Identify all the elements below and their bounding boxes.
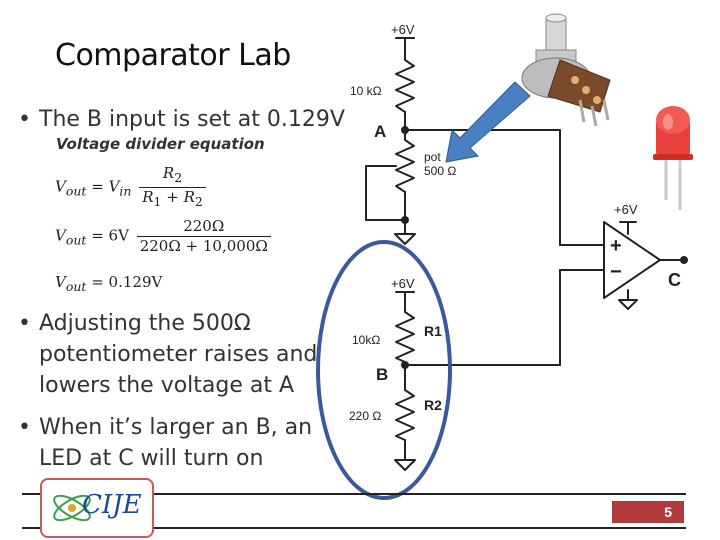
eq1-rhs: V — [108, 177, 120, 196]
label-supply-top: +6V — [391, 22, 415, 37]
eq3-lhs-sub: out — [65, 279, 87, 294]
label-pot-value: 500 Ω — [424, 164, 456, 178]
atom-icon — [53, 494, 91, 522]
bullet-2-line-2: potentiometer raises and — [39, 342, 318, 367]
highlight-ellipse — [316, 240, 452, 500]
eq2-num: 220Ω — [136, 217, 271, 237]
node-a-dot — [401, 126, 409, 134]
eq1-den-b: R — [183, 188, 195, 206]
cije-logo: CIJE — [40, 478, 154, 538]
slide-title: Comparator Lab — [55, 38, 291, 73]
footer-line-top — [22, 493, 686, 495]
opamp — [603, 221, 661, 299]
bullet-marker: • — [18, 311, 31, 336]
equation-3: Vout = 0.129V — [55, 273, 162, 294]
eq3-lhs: V — [55, 273, 66, 291]
label-node-a: A — [374, 122, 386, 141]
label-r2: R2 — [424, 397, 442, 413]
eq1-den-op: + — [161, 188, 184, 206]
arrow-icon — [445, 81, 531, 163]
resistor-r2 — [395, 389, 415, 441]
label-supply-div: +6V — [391, 276, 415, 291]
eq2-fraction: 220Ω 220Ω + 10,000Ω — [136, 217, 271, 256]
logo-text: CIJE — [82, 490, 142, 520]
bullet-3-line-1: When it’s larger an B, an — [39, 415, 313, 440]
equation-1: Vout = Vin R2 R1 + R2 — [55, 164, 206, 211]
eq2-lhs: V — [55, 226, 66, 245]
node-pot-dot — [401, 216, 409, 224]
eq1-den-b-sub: 2 — [194, 194, 203, 209]
label-r1-value: 10kΩ — [352, 333, 380, 347]
node-b-dot — [401, 361, 409, 369]
label-opamp-minus: − — [610, 261, 622, 283]
label-r2-value: 220 Ω — [349, 409, 381, 423]
bullet-1-line-1: The B input is set at 0.129V — [39, 107, 345, 132]
led-icon — [653, 106, 693, 210]
eq2-den: 220Ω + 10,000Ω — [139, 237, 268, 255]
eq1-equals: = — [86, 177, 109, 196]
label-opamp-plus: + — [610, 235, 622, 257]
bullet-marker: • — [18, 415, 31, 440]
label-supply-opamp: +6V — [614, 202, 638, 217]
eq1-lhs-sub: out — [65, 183, 87, 199]
eq1-num-sub: 2 — [174, 170, 183, 185]
label-node-c: C — [668, 270, 681, 290]
bullet-3-line-2: LED at C will turn on — [39, 446, 264, 471]
eq1-rhs-sub: in — [119, 183, 132, 199]
eq1-num: R — [162, 164, 175, 182]
bullet-2-line-3: lowers the voltage at A — [39, 373, 295, 398]
label-pot: pot — [424, 150, 441, 164]
eq2-lhs-sub: out — [65, 232, 87, 248]
eq1-den-a-sub: 1 — [153, 194, 162, 209]
resistor-10k-top — [395, 59, 415, 113]
node-c-dot — [680, 256, 688, 264]
ground-opamp — [618, 299, 638, 310]
bullet-marker: • — [18, 107, 31, 132]
bullet-2-line-1: Adjusting the 500Ω — [39, 311, 251, 336]
potentiometer — [395, 139, 415, 193]
potentiometer-photo-icon — [521, 13, 611, 127]
eq1-fraction: R2 R1 + R2 — [139, 164, 206, 211]
equation-2: Vout = 6V 220Ω 220Ω + 10,000Ω — [55, 217, 271, 256]
eq1-den-a: R — [142, 188, 154, 206]
ground-1 — [394, 233, 416, 245]
footer-line-bottom — [22, 527, 686, 529]
page-number: 5 — [612, 501, 684, 523]
label-r1: R1 — [424, 323, 442, 339]
label-r-top: 10 kΩ — [350, 84, 382, 98]
eq3-equals: = 0.129V — [86, 273, 163, 291]
ground-2 — [394, 459, 416, 471]
eq1-lhs: V — [55, 177, 66, 196]
label-node-b: B — [376, 365, 388, 384]
resistor-r1 — [395, 311, 415, 363]
eq2-equals: = 6V — [86, 226, 129, 245]
equation-header: Voltage divider equation — [56, 135, 265, 153]
